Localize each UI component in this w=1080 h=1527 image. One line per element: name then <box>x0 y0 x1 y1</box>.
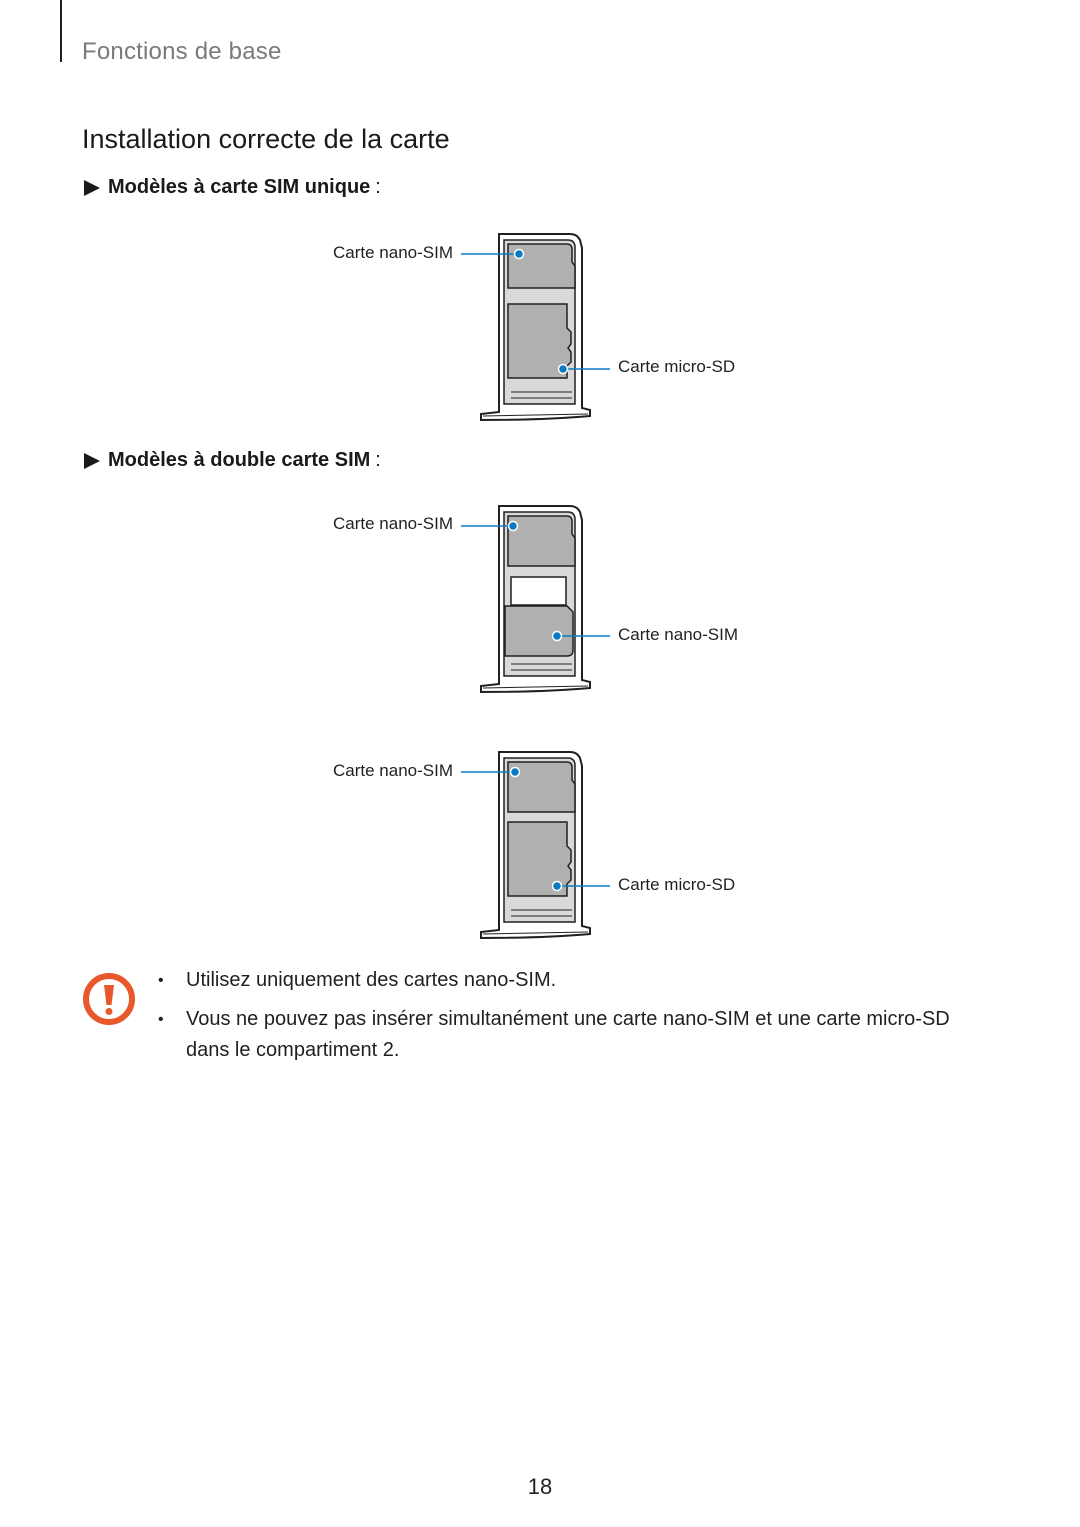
notice-item: Utilisez uniquement des cartes nano-SIM. <box>158 965 988 996</box>
header-rule <box>60 0 62 62</box>
notice-item: Vous ne pouvez pas insérer simultanément… <box>158 1004 988 1066</box>
label-micro-sd-slot2: Carte micro-SD <box>618 875 736 894</box>
notice-list: Utilisez uniquement des cartes nano-SIM.… <box>158 965 988 1074</box>
page-number: 18 <box>527 1474 553 1499</box>
subheading-colon: : <box>375 176 381 198</box>
triangle-bullet-icon <box>84 179 100 196</box>
sim-tray-dual-microsd-diagram <box>461 751 610 940</box>
caution-icon <box>83 973 135 1025</box>
subheading-single-sim: Modèles à carte SIM unique : <box>84 176 381 199</box>
label-nano-sim-slot1: Carte nano-SIM <box>333 514 453 533</box>
label-nano-sim-slot2: Carte nano-SIM <box>618 625 738 644</box>
triangle-bullet-icon <box>84 452 100 469</box>
subheading-colon: : <box>375 449 381 471</box>
subheading-dual-sim-text: Modèles à double carte SIM <box>108 449 371 471</box>
section-title: Fonctions de base <box>82 38 282 65</box>
page-title: Installation correcte de la carte <box>82 124 450 154</box>
subheading-dual-sim: Modèles à double carte SIM : <box>84 449 381 472</box>
subheading-single-sim-text: Modèles à carte SIM unique <box>108 176 371 198</box>
label-micro-sd: Carte micro-SD <box>618 357 736 376</box>
sim-tray-single-diagram <box>461 233 610 422</box>
sim-tray-dual-nano-diagram <box>461 505 610 694</box>
label-nano-sim: Carte nano-SIM <box>333 243 453 262</box>
label-nano-sim-slot1-alt: Carte nano-SIM <box>333 761 453 780</box>
